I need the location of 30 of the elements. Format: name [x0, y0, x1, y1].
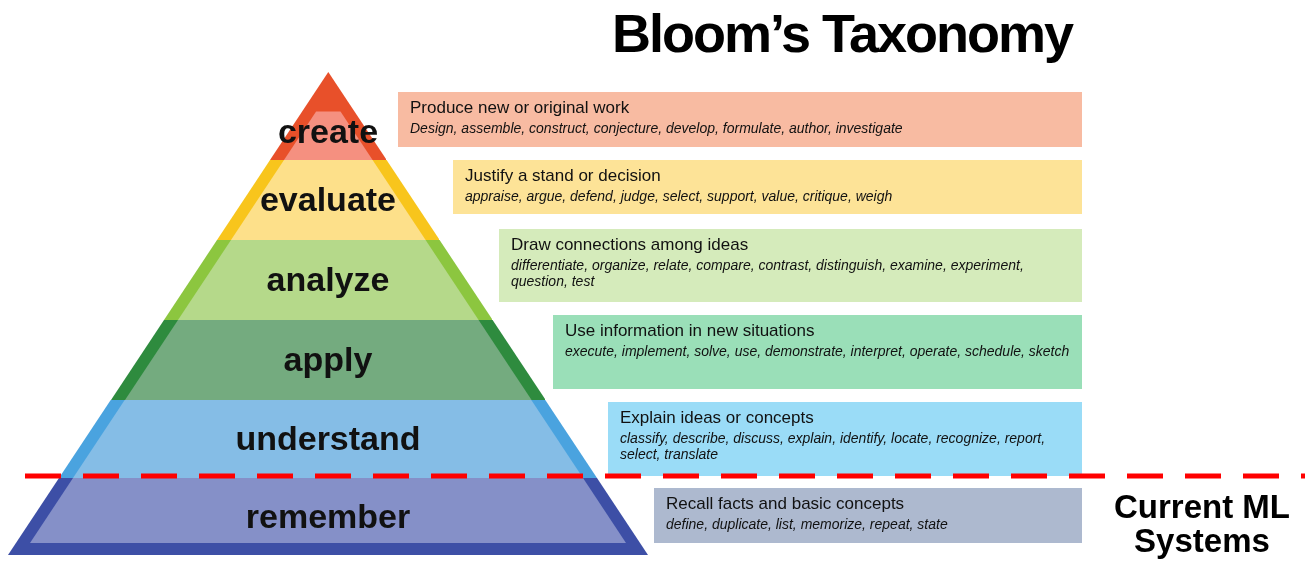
verb-list: Design, assemble, construct, conjecture, develop, formulate, author, investigate: [410, 120, 1070, 136]
box-heading: Use information in new situations: [565, 321, 816, 341]
verb-list: appraise, argue, defend, judge, select, support, value, critique, weigh: [465, 188, 1070, 204]
pyramid-tier: [163, 240, 493, 320]
verb-list: define, duplicate, list, memorize, repeat, state: [666, 516, 1070, 532]
pyramid-tier: [8, 478, 648, 555]
box-heading: Justify a stand or decision: [465, 166, 662, 186]
description-box: [553, 315, 1082, 389]
pyramid-tier: [216, 160, 440, 240]
box-heading: Produce new or original work: [410, 98, 631, 118]
box-heading: Recall facts and basic concepts: [666, 494, 906, 514]
tier-label: apply: [282, 340, 374, 379]
description-box: [453, 160, 1082, 214]
description-box: [654, 488, 1082, 543]
tier-label: understand: [234, 419, 422, 458]
annotation-label: Current ML Systems: [1113, 490, 1291, 558]
pyramid-tier: [59, 400, 597, 478]
pyramid-tier: [110, 320, 546, 400]
verb-list: differentiate, organize, relate, compare, contrast, distinguish, examine, experiment, question, test: [511, 257, 1070, 289]
description-box: [499, 229, 1082, 302]
tier-label: analyze: [265, 260, 391, 299]
tier-label: evaluate: [258, 180, 398, 219]
tier-label: remember: [244, 496, 412, 536]
verb-list: execute, implement, solve, use, demonstrate, interpret, operate, schedule, sketch: [565, 343, 1070, 359]
description-box: [398, 92, 1082, 147]
title: Bloom’s Taxonomy: [612, 2, 1073, 64]
verb-list: classify, describe, discuss, explain, identify, locate, recognize, report, select, translate: [620, 430, 1070, 462]
box-heading: Draw connections among ideas: [511, 235, 750, 255]
box-heading: Explain ideas or concepts: [620, 408, 815, 428]
description-box: [608, 402, 1082, 476]
